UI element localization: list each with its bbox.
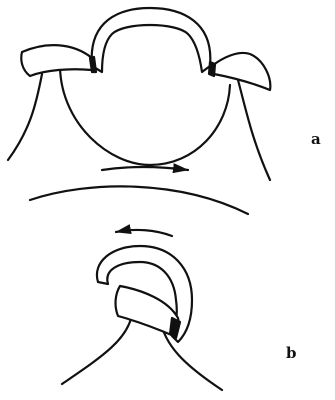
- panel-a-cup-arc: [60, 68, 230, 165]
- panel-a: [8, 8, 270, 180]
- panel-a-right-cap: [212, 53, 270, 90]
- arrow-right-icon: [102, 167, 188, 170]
- panel-label-b: b: [286, 344, 297, 362]
- substrate-curve: [30, 186, 248, 214]
- panel-a-right-cap-tip: [209, 62, 215, 76]
- panel-a-right-outer-curve: [238, 80, 270, 180]
- panel-a-left-cap-tip: [90, 57, 96, 72]
- arrow-left-icon: [116, 230, 172, 236]
- panel-a-hood: [92, 8, 211, 72]
- panel-label-a: a: [311, 130, 321, 148]
- panel-b-left-outer-curve: [62, 314, 132, 384]
- panel-b-cap: [116, 286, 179, 336]
- panel-a-left-cap: [21, 45, 92, 76]
- panel-a-left-outer-curve: [8, 74, 42, 160]
- panel-b: [62, 246, 222, 390]
